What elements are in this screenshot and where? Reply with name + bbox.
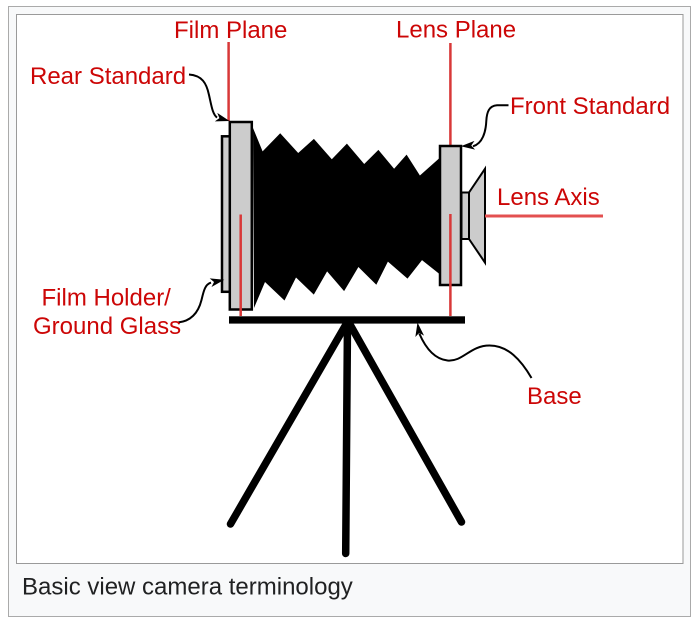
svg-text:Rear Standard: Rear Standard <box>30 63 186 90</box>
svg-text:Lens Axis: Lens Axis <box>497 184 600 211</box>
svg-text:Lens Plane: Lens Plane <box>396 17 516 44</box>
svg-text:Front Standard: Front Standard <box>510 93 670 120</box>
svg-text:Film Plane: Film Plane <box>174 17 287 44</box>
svg-text:Ground Glass: Ground Glass <box>33 313 181 340</box>
svg-text:Film Holder/: Film Holder/ <box>42 285 172 312</box>
svg-text:Basic view camera terminology: Basic view camera terminology <box>22 574 353 601</box>
svg-text:Base: Base <box>527 383 582 410</box>
